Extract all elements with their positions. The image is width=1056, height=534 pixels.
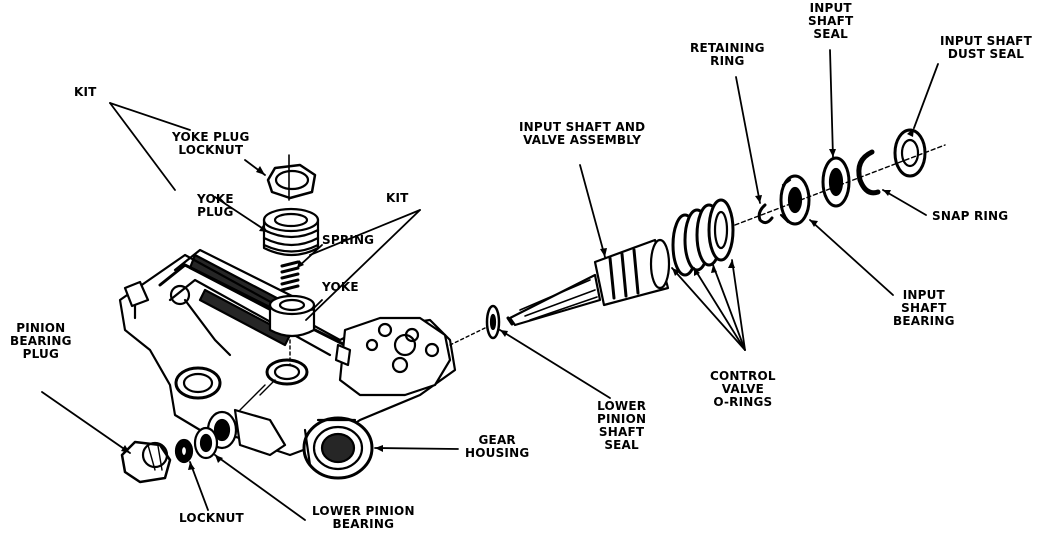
label-line: BEARING bbox=[332, 517, 395, 531]
pinion-bearing-plug-part bbox=[122, 442, 170, 482]
label-line: HOUSING bbox=[465, 446, 530, 460]
label-snap-ring: SNAP RING bbox=[932, 210, 1008, 223]
label-line: LOCKNUT bbox=[178, 143, 244, 157]
gear-housing-part bbox=[120, 250, 455, 478]
label-line: SPRING bbox=[322, 233, 375, 247]
label-line: BEARING bbox=[893, 314, 955, 328]
label-line: INPUT SHAFT AND bbox=[519, 120, 646, 134]
label-line: INPUT bbox=[809, 1, 852, 15]
label-line: RING bbox=[710, 54, 745, 68]
leader-lines bbox=[42, 50, 938, 520]
label-yoke-plug: YOKE PLUG bbox=[197, 193, 234, 219]
label-lower-pinion-shaft-seal: LOWER PINION SHAFT SEAL bbox=[597, 400, 646, 452]
label-line: SNAP RING bbox=[932, 209, 1009, 223]
label-line: LOCKNUT bbox=[179, 511, 244, 525]
label-kit-1: KIT bbox=[74, 86, 97, 99]
yoke-part bbox=[270, 296, 314, 336]
label-locknut: LOCKNUT bbox=[179, 512, 244, 525]
input-shaft-seal-part bbox=[823, 158, 849, 206]
control-valve-o-rings-part bbox=[673, 200, 733, 275]
label-lower-pinion-bearing: LOWER PINION BEARING bbox=[312, 505, 415, 531]
label-line: KIT bbox=[74, 85, 97, 99]
arrow-heads bbox=[121, 128, 914, 470]
label-yoke-plug-locknut: YOKE PLUG LOCKNUT bbox=[172, 131, 250, 157]
label-line: BEARING bbox=[10, 334, 72, 348]
label-line: YOKE bbox=[322, 280, 359, 294]
retaining-ring-part bbox=[759, 205, 772, 223]
label-input-shaft-and-valve-assembly: INPUT SHAFT AND VALVE ASSEMBLY bbox=[519, 121, 645, 147]
label-line: SEAL bbox=[604, 438, 639, 452]
label-line: KIT bbox=[386, 191, 409, 205]
label-line: SHAFT bbox=[808, 14, 854, 28]
locknut-part bbox=[176, 440, 192, 462]
input-shaft-valve-assembly-part bbox=[508, 240, 669, 325]
input-shaft-bearing-part bbox=[781, 176, 809, 224]
label-line: SHAFT bbox=[901, 301, 947, 315]
label-line: INPUT bbox=[902, 288, 945, 302]
yoke-plug-locknut-part bbox=[268, 155, 315, 200]
label-line: DUST SEAL bbox=[947, 47, 1025, 61]
label-line: RETAINING bbox=[690, 41, 765, 55]
label-line: LOWER bbox=[597, 399, 647, 413]
label-line: PLUG bbox=[197, 205, 234, 219]
label-line: VALVE bbox=[721, 382, 764, 396]
label-yoke: YOKE bbox=[322, 281, 359, 294]
label-line: PLUG bbox=[22, 347, 60, 361]
label-line: SEAL bbox=[813, 27, 848, 41]
lower-pinion-bearing-part bbox=[195, 428, 217, 458]
spring-part bbox=[282, 262, 298, 290]
label-line: VALVE ASSEMBLY bbox=[523, 133, 642, 147]
label-line: YOKE bbox=[197, 192, 234, 206]
label-input-shaft-seal: INPUT SHAFT SEAL bbox=[808, 2, 853, 41]
label-spring: SPRING bbox=[322, 234, 374, 247]
input-shaft-dust-seal-part bbox=[895, 130, 925, 176]
label-line: INPUT SHAFT bbox=[940, 34, 1032, 48]
label-input-shaft-dust-seal: INPUT SHAFT DUST SEAL bbox=[940, 35, 1032, 61]
label-line: SHAFT bbox=[598, 425, 645, 439]
label-line: GEAR bbox=[478, 433, 516, 447]
label-line: LOWER PINION bbox=[312, 504, 415, 518]
label-line: PINION bbox=[597, 412, 647, 426]
yoke-plug-part bbox=[264, 209, 318, 255]
label-line: CONTROL bbox=[710, 369, 776, 383]
label-gear-housing: GEAR HOUSING bbox=[465, 434, 529, 460]
label-pinion-bearing-plug: PINION BEARING PLUG bbox=[10, 322, 72, 361]
label-kit-2: KIT bbox=[386, 192, 409, 205]
label-control-valve-o-rings: CONTROL VALVE O-RINGS bbox=[710, 370, 776, 409]
label-line: YOKE PLUG bbox=[172, 130, 250, 144]
label-retaining-ring: RETAINING RING bbox=[690, 42, 765, 68]
lower-pinion-shaft-seal-part bbox=[487, 306, 499, 338]
label-line: O-RINGS bbox=[713, 395, 773, 409]
snap-ring-part bbox=[859, 152, 878, 193]
label-input-shaft-bearing: INPUT SHAFT BEARING bbox=[893, 289, 955, 328]
label-line: PINION bbox=[16, 321, 66, 335]
